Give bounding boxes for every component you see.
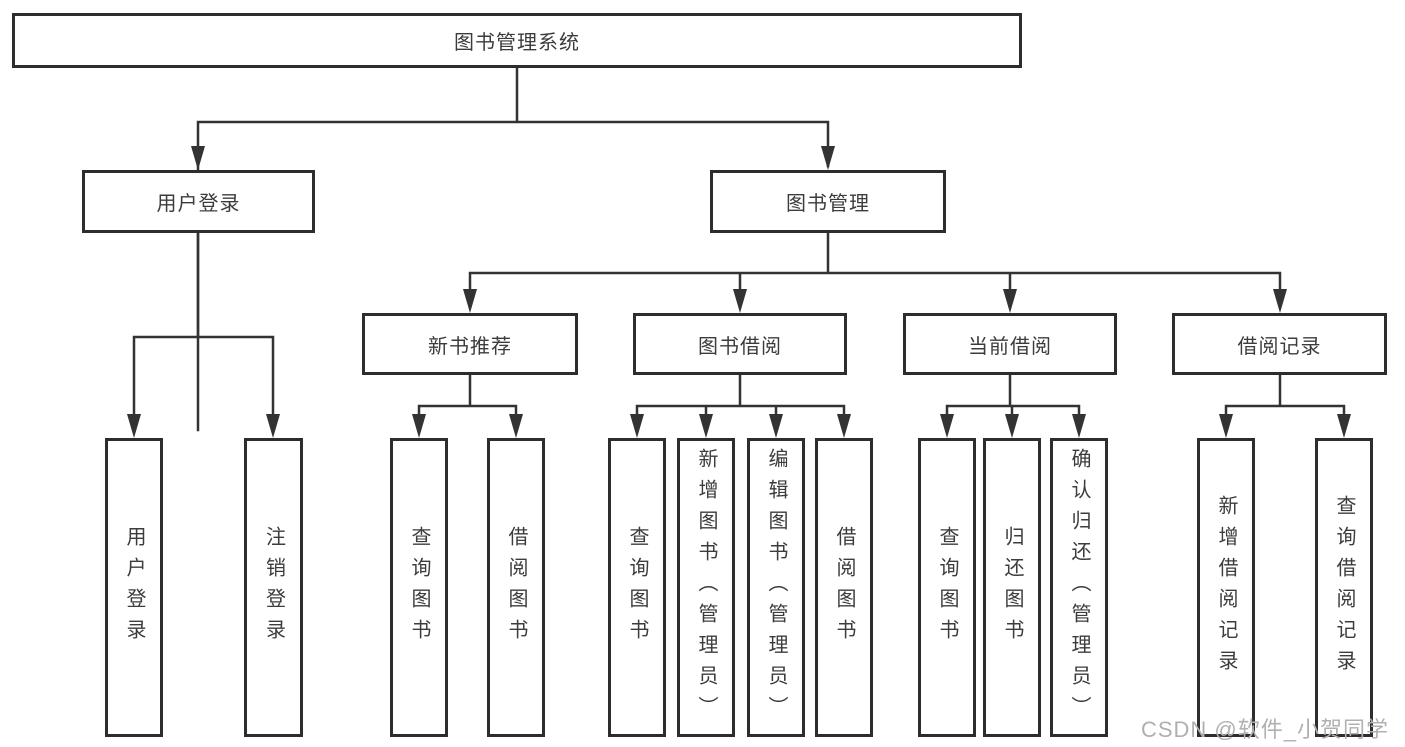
node-label: 图书管理系统 [454,32,580,54]
node-new-book-recommendation: 新书推荐 [362,313,578,375]
node-book-management: 图书管理 [710,170,946,233]
leaf-confirm-return-admin: 确认归还（管理员） [1050,438,1108,737]
node-label: 注销登录 [262,525,285,650]
node-label: 图书管理 [786,193,870,215]
leaf-borrow-books: 借阅图书 [815,438,873,737]
connector-user-login-to-leaves [127,231,280,438]
leaf-borrow-books-recommend: 借阅图书 [487,438,545,737]
node-user-login: 用户登录 [82,170,315,233]
node-library-management-system: 图书管理系统 [12,13,1022,68]
node-book-borrowing: 图书借阅 [633,313,847,375]
leaf-query-books-borrow: 查询图书 [608,438,666,737]
connector-root-to-level1 [191,66,835,432]
connector-book-borrow-to-leaves [630,373,851,438]
csdn-watermark: CSDN @软件_小贺同学 [1140,717,1389,742]
leaf-edit-book-admin: 编辑图书（管理员） [747,438,805,737]
leaf-return-book: 归还图书 [983,438,1041,737]
node-label: 查询图书 [626,525,648,650]
node-label: 借阅图书 [833,525,855,650]
connector-new-book-to-leaves [412,373,523,438]
node-label: 借阅记录 [1237,335,1322,358]
connector-borrow-records-to-leaves [1219,373,1351,438]
node-label: 查询图书 [408,525,430,650]
node-label: 查询借阅记录 [1333,494,1355,681]
node-current-borrowing: 当前借阅 [903,313,1117,375]
leaf-add-borrow-record: 新增借阅记录 [1197,438,1255,737]
node-label: 用户登录 [123,525,145,650]
leaf-logout: 注销登录 [244,438,303,737]
connector-current-borrow-to-leaves [940,373,1086,438]
node-label: 查询图书 [936,525,958,650]
connector-book-management-to-level2 [463,231,1287,313]
node-label: 当前借阅 [968,335,1052,358]
node-label: 新书推荐 [428,335,512,358]
node-label: 借阅图书 [505,525,527,650]
node-label: 新增借阅记录 [1215,494,1237,681]
leaf-query-books-current: 查询图书 [918,438,976,737]
node-label: 确认归还（管理员） [1068,448,1090,727]
node-label: 用户登录 [156,193,241,215]
leaf-query-books-recommend: 查询图书 [390,438,448,737]
node-label: 归还图书 [1001,525,1023,650]
node-label: 图书借阅 [698,335,782,358]
node-label: 编辑图书（管理员） [765,448,787,727]
leaf-add-book-admin: 新增图书（管理员） [677,438,735,737]
leaf-user-login: 用户登录 [105,438,163,737]
leaf-query-borrow-record: 查询借阅记录 [1315,438,1373,737]
node-label: 新增图书（管理员） [695,448,717,727]
node-borrowing-records: 借阅记录 [1172,313,1387,375]
